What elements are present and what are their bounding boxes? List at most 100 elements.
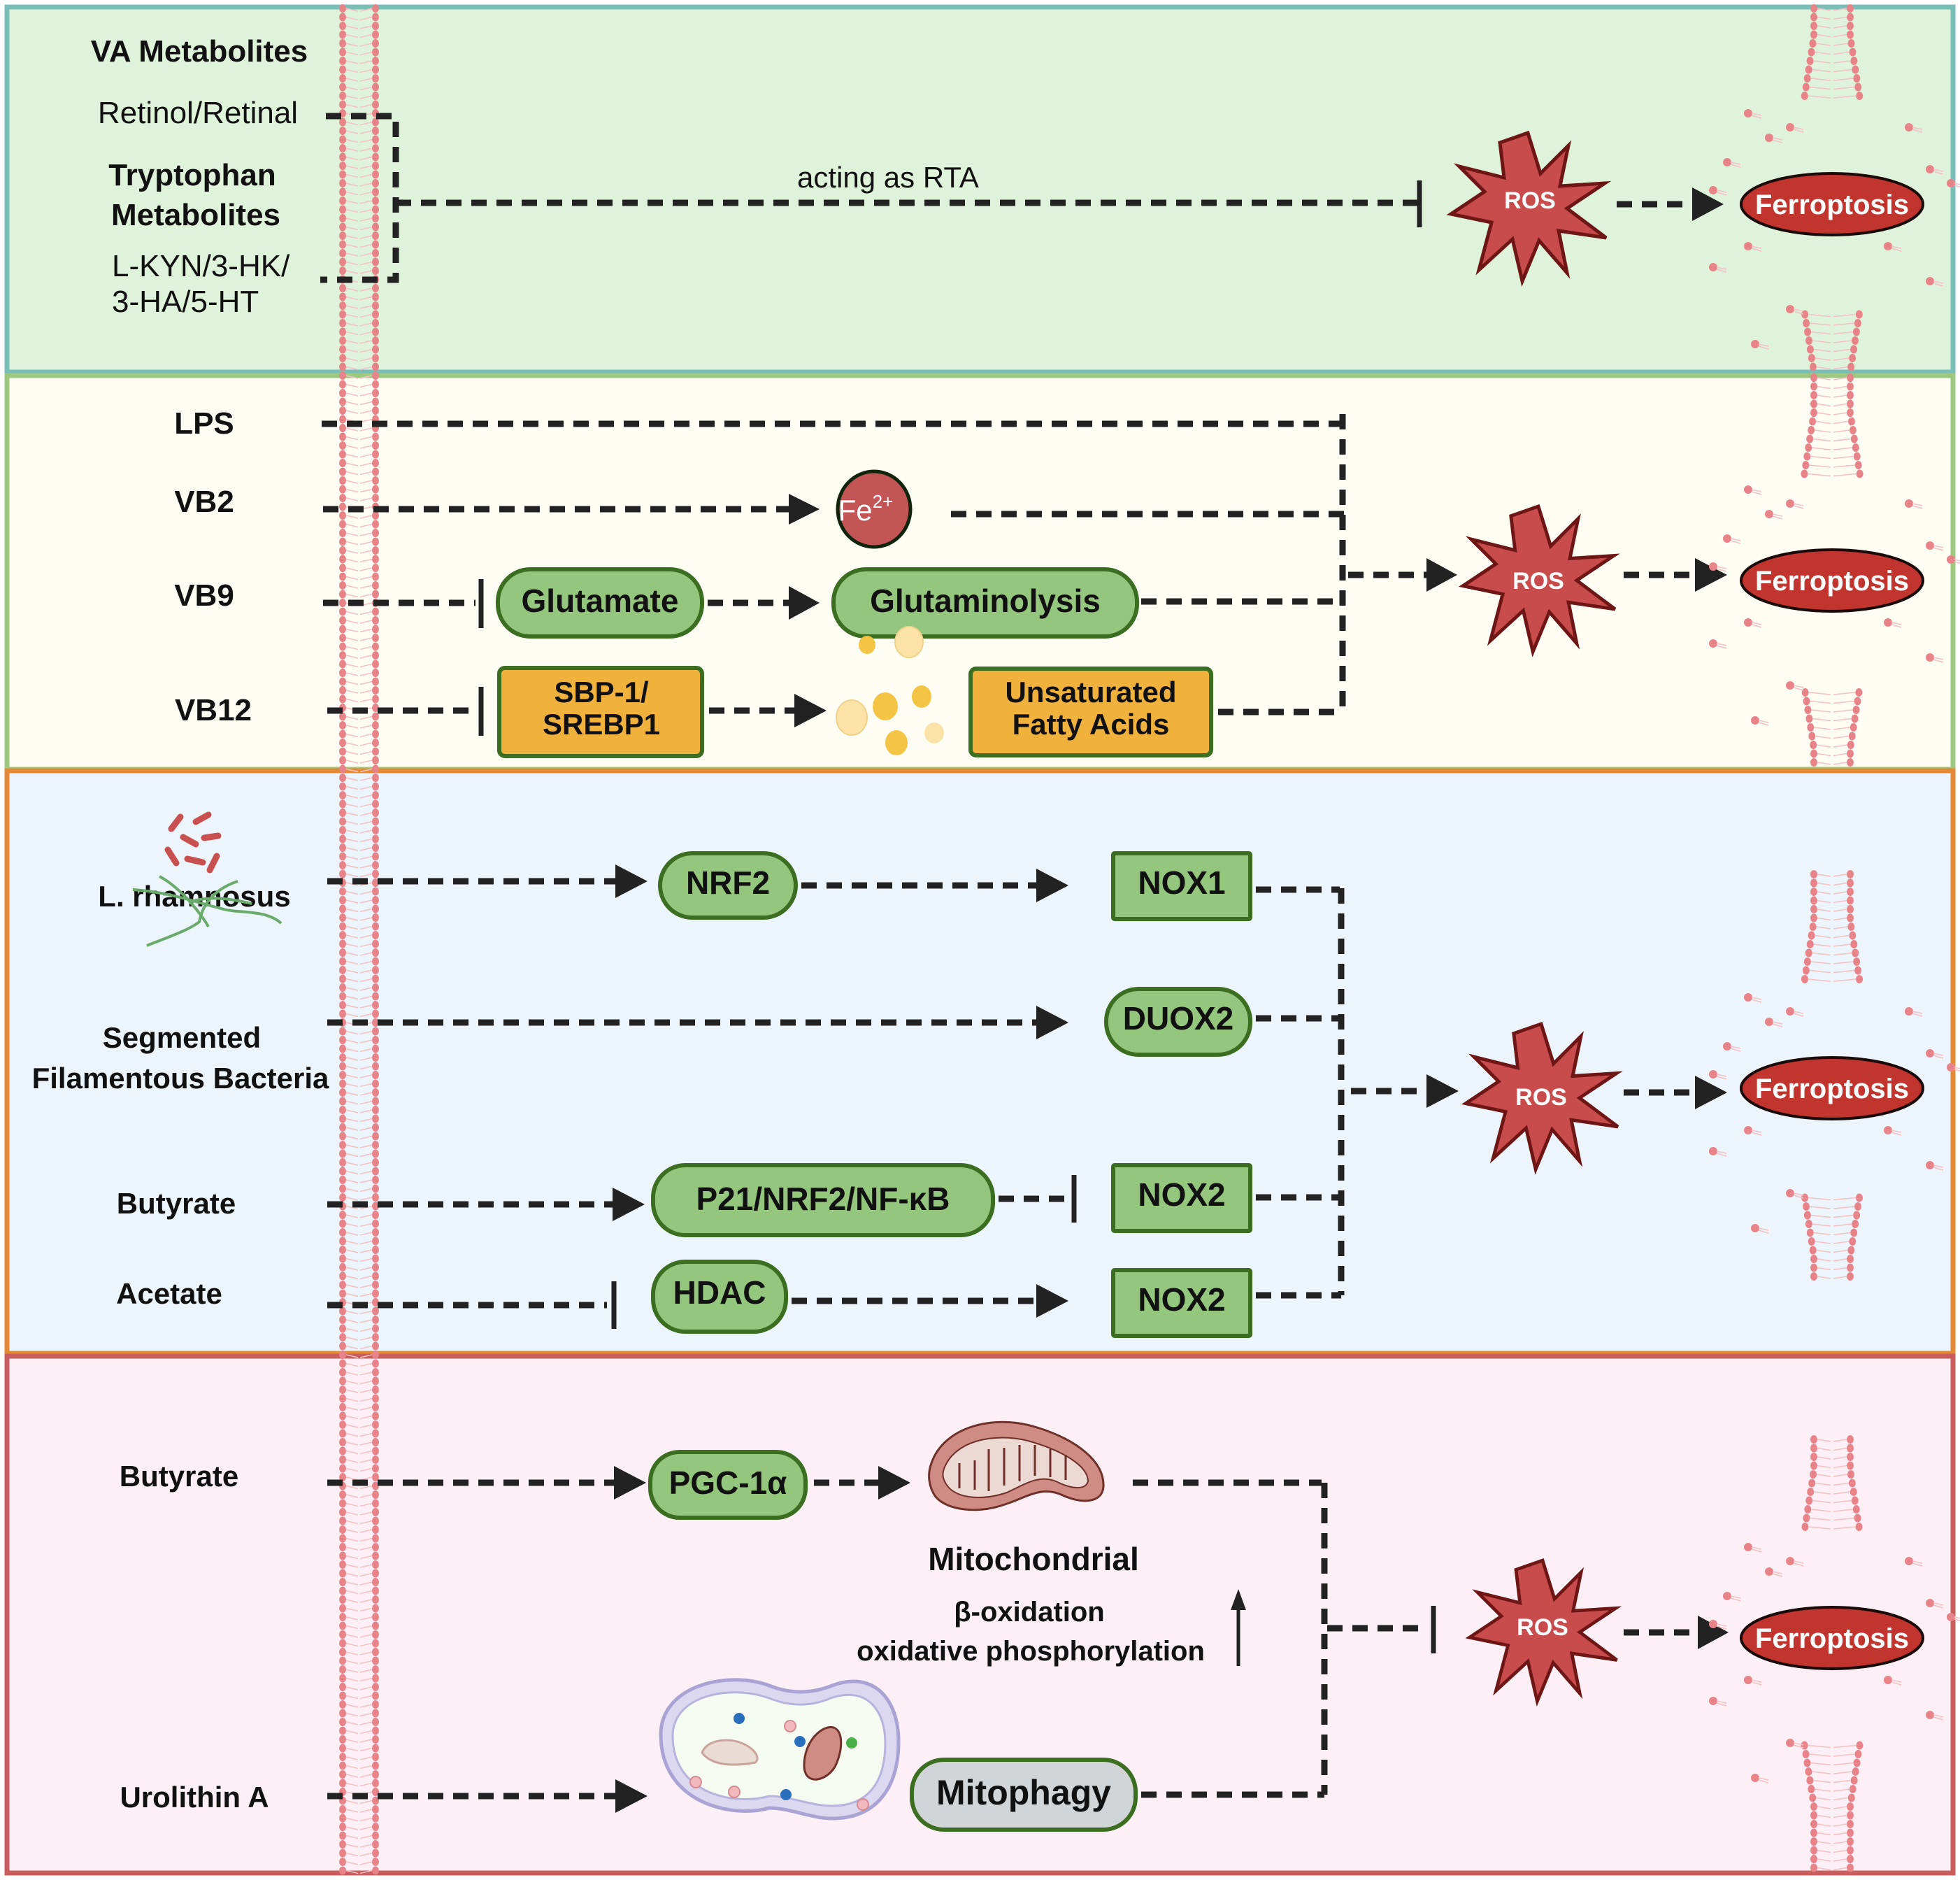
lipid-head: [372, 537, 379, 546]
lipid-tail: [345, 628, 373, 633]
sfb-label-line1: Segmented: [103, 1021, 261, 1054]
lipid-head: [339, 896, 346, 904]
lipid-tail: [345, 1162, 373, 1166]
lipid-head: [339, 843, 346, 852]
mitophagy-node[interactable]: [910, 1758, 1138, 1832]
hdac-node[interactable]: [651, 1260, 788, 1334]
lipid-head: [372, 1464, 379, 1473]
lipid-head: [339, 1814, 346, 1823]
lipid-tail: [345, 1774, 373, 1778]
lipid-head: [372, 135, 379, 144]
lipid-head: [339, 415, 346, 424]
lipid-head: [372, 1814, 379, 1823]
lipid-head: [339, 345, 346, 354]
lipid-head: [372, 1228, 379, 1237]
lipid-tail: [345, 43, 373, 47]
ferroptosis-node-2[interactable]: [1740, 548, 1924, 613]
lipid-head: [372, 232, 379, 240]
lipid-head: [339, 1691, 346, 1700]
lipid-tail: [345, 1057, 373, 1061]
lipid-head: [372, 992, 379, 1001]
lipid-head: [339, 590, 346, 599]
nox2-node-b[interactable]: [1111, 1268, 1252, 1338]
lipid-head: [339, 1551, 346, 1560]
lipid-tail: [345, 1389, 373, 1393]
unsaturated-fatty-acids-node[interactable]: [968, 667, 1213, 757]
lipid-head: [339, 1237, 346, 1246]
ferroptosis-node-3[interactable]: [1740, 1056, 1924, 1120]
nrf2-node[interactable]: [658, 851, 798, 920]
lipid-tail: [345, 777, 373, 781]
glutamate-node[interactable]: [496, 567, 704, 639]
lipid-head: [372, 511, 379, 520]
lipid-head: [372, 266, 379, 275]
lipid-tail: [345, 795, 373, 799]
lipid-tail: [345, 803, 373, 808]
lipid-tail: [345, 1135, 373, 1140]
lipid-head: [372, 590, 379, 599]
ferroptosis-node-4[interactable]: [1740, 1606, 1924, 1670]
arrow-ferroptosis-3: [1695, 1076, 1727, 1109]
arrow-ferroptosis-4: [1698, 1616, 1729, 1649]
duox2-node[interactable]: [1104, 987, 1252, 1057]
nox1-node[interactable]: [1111, 851, 1252, 921]
lipid-head: [339, 1438, 346, 1446]
lipid-head: [372, 1805, 379, 1814]
glutaminolysis-node[interactable]: [831, 567, 1139, 639]
lipid-tail: [345, 1092, 373, 1096]
lipid-head: [372, 1341, 379, 1351]
lipid-head: [339, 1840, 346, 1849]
lipid-tail: [345, 1337, 373, 1341]
oxphos-label: oxidative phosphorylation: [857, 1636, 1205, 1667]
ros-label-1: ROS: [1504, 187, 1556, 214]
urolithin-a-label: Urolithin A: [120, 1781, 269, 1814]
lipid-tail: [345, 60, 373, 64]
lipid-head: [372, 1858, 379, 1866]
panel-microbes-scfa: [4, 768, 1956, 1356]
lipid-head: [339, 1726, 346, 1735]
p21-nrf2-nfkb-node[interactable]: [651, 1163, 995, 1237]
lipid-tail: [345, 1275, 373, 1280]
lipid-tail: [345, 1870, 373, 1874]
lipid-head: [339, 1246, 346, 1254]
ferroptosis-node-1[interactable]: [1740, 172, 1924, 236]
lipid-tail: [345, 899, 373, 904]
lipid-tail: [345, 366, 373, 371]
arrow-ferroptosis-2: [1695, 558, 1727, 592]
lipid-head: [372, 1009, 379, 1018]
lipid-head: [339, 1219, 346, 1228]
lipid-tail: [345, 1599, 373, 1603]
lipid-tail: [345, 934, 373, 939]
lipid-head: [372, 65, 379, 74]
lipid-tail: [345, 1345, 373, 1350]
vb9-label: VB9: [174, 578, 234, 613]
sbp1-label-line2: SREBP1: [543, 708, 660, 741]
lipid-head: [339, 1446, 346, 1455]
lipid-head: [339, 1761, 346, 1770]
lipid-head: [339, 869, 346, 878]
lipid-head: [372, 1053, 379, 1062]
lipid-head: [339, 1009, 346, 1018]
lipid-head: [339, 222, 346, 232]
lipid-head: [372, 74, 379, 83]
tryptophan-title-line2: Metabolites: [111, 198, 280, 232]
lipid-head: [372, 39, 379, 48]
lipid-head: [372, 1351, 379, 1359]
lipid-tail: [345, 191, 373, 196]
lipid-head: [372, 913, 379, 922]
lipid-head: [372, 634, 379, 642]
sbp1-srebp1-node[interactable]: [497, 666, 704, 758]
lipid-tail: [345, 243, 373, 248]
lipid-head: [372, 1254, 379, 1263]
lipid-head: [372, 1062, 379, 1071]
lipid-tail: [345, 567, 373, 571]
lipid-head: [372, 1324, 379, 1333]
nox2-node-a[interactable]: [1111, 1163, 1252, 1233]
pgc1a-node[interactable]: [648, 1450, 808, 1520]
lipid-tail: [345, 1756, 373, 1760]
lipid-head: [372, 1123, 379, 1132]
lipid-head: [372, 1761, 379, 1770]
lipid-head: [339, 354, 346, 362]
lipid-head: [339, 1849, 346, 1858]
lipid-head: [372, 397, 379, 406]
